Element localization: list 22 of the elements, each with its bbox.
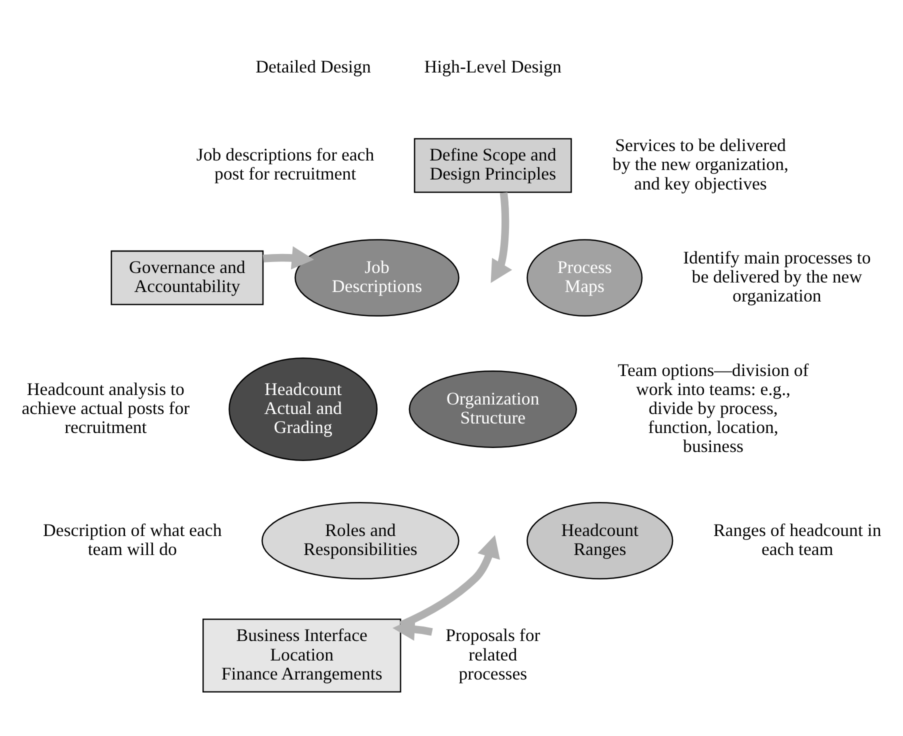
node-box: Governance and Accountability [110,250,264,305]
node-ellipse: Headcount Ranges [526,501,674,579]
node-ellipse: Roles and Responsibilities [262,501,460,579]
node-label: Job descriptions for each post for recruitment [196,144,374,184]
arrow [392,534,500,640]
arrow [262,246,314,269]
node-label: Description of what each team will do [43,519,222,558]
node-box: Define Scope and Design Principles [414,138,572,192]
node-text: Proposals for related processes [446,624,540,683]
node-ellipse: Headcount Actual and Grading [228,357,378,460]
node-ellipse: Process Maps [526,238,643,316]
node-label: Services to be delivered by the new organization, and key objectives [612,134,788,193]
label: High-Level Design [424,56,562,76]
node-label: Team options—division of work into teams: e.g., divide by process, function, location, business [618,359,809,456]
node-box: Business Interface Location Finance Arrangements [202,618,402,692]
node-label: Headcount analysis to achieve actual posts for recruitment [22,378,190,437]
label: Detailed Design [256,56,371,76]
arrow [490,192,512,283]
node-label: Identify main processes to be delivered by the new organization [683,246,871,306]
node-ellipse: Job Descriptions [294,238,460,316]
node-label: Ranges of headcount in each team [713,519,882,558]
node-ellipse: Organization Structure [408,370,577,448]
